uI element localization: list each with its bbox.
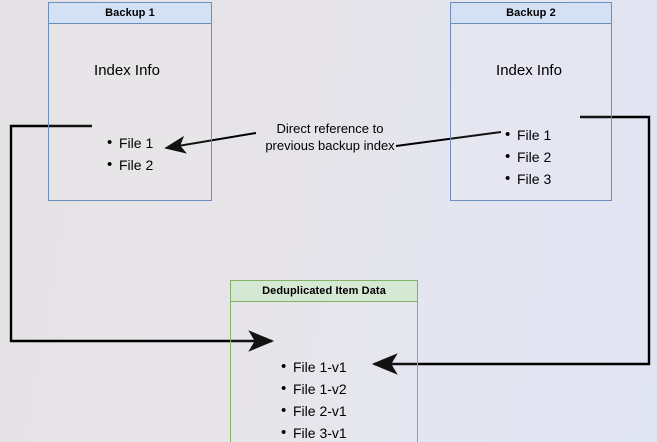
node-backup-2-header: Backup 2 bbox=[450, 2, 612, 24]
list-item[interactable]: File 2 bbox=[505, 146, 552, 168]
backup-1-file-list: File 1 File 2 bbox=[105, 132, 153, 176]
node-deduplicated-item-data[interactable]: Deduplicated Item Data File 1-v1 File 1-… bbox=[230, 280, 418, 442]
file-label: File 2 bbox=[119, 157, 154, 173]
node-backup-1-body: Index Info File 1 File 2 bbox=[48, 24, 212, 201]
file-label: File 3 bbox=[517, 171, 552, 187]
caption-direct-reference: Direct reference to previous backup inde… bbox=[246, 120, 414, 154]
node-backup-2-body: Index Info File 1 File 2 File 3 bbox=[450, 24, 612, 201]
caption-line-1: Direct reference to bbox=[276, 121, 384, 136]
list-item[interactable]: File 1 bbox=[505, 124, 552, 146]
file-label: File 1-v2 bbox=[293, 381, 347, 397]
file-label: File 1-v1 bbox=[293, 359, 347, 375]
backup-2-index-info-label: Index Info bbox=[496, 62, 562, 79]
node-backup-1[interactable]: Backup 1 Index Info File 1 File 2 bbox=[48, 2, 212, 201]
list-item[interactable]: File 1-v1 bbox=[281, 356, 347, 378]
dedup-file-list: File 1-v1 File 1-v2 File 2-v1 File 3-v1 bbox=[279, 356, 347, 442]
list-item[interactable]: File 3-v1 bbox=[281, 422, 347, 442]
backup-1-index-info-label: Index Info bbox=[94, 62, 160, 79]
node-deduplicated-item-data-header: Deduplicated Item Data bbox=[230, 280, 418, 302]
file-label: File 1 bbox=[517, 127, 552, 143]
list-item[interactable]: File 1-v2 bbox=[281, 378, 347, 400]
list-item[interactable]: File 3 bbox=[505, 168, 552, 190]
file-label: File 2-v1 bbox=[293, 403, 347, 419]
node-deduplicated-item-data-body: File 1-v1 File 1-v2 File 2-v1 File 3-v1 bbox=[230, 302, 418, 442]
caption-line-2: previous backup index bbox=[265, 138, 395, 153]
node-backup-1-header: Backup 1 bbox=[48, 2, 212, 24]
node-backup-2[interactable]: Backup 2 Index Info File 1 File 2 File 3 bbox=[450, 2, 612, 201]
backup-2-file-list: File 1 File 2 File 3 bbox=[503, 124, 551, 190]
list-item[interactable]: File 1 bbox=[107, 132, 154, 154]
file-label: File 2 bbox=[517, 149, 552, 165]
file-label: File 1 bbox=[119, 135, 154, 151]
file-label: File 3-v1 bbox=[293, 425, 347, 441]
list-item[interactable]: File 2 bbox=[107, 154, 154, 176]
list-item[interactable]: File 2-v1 bbox=[281, 400, 347, 422]
